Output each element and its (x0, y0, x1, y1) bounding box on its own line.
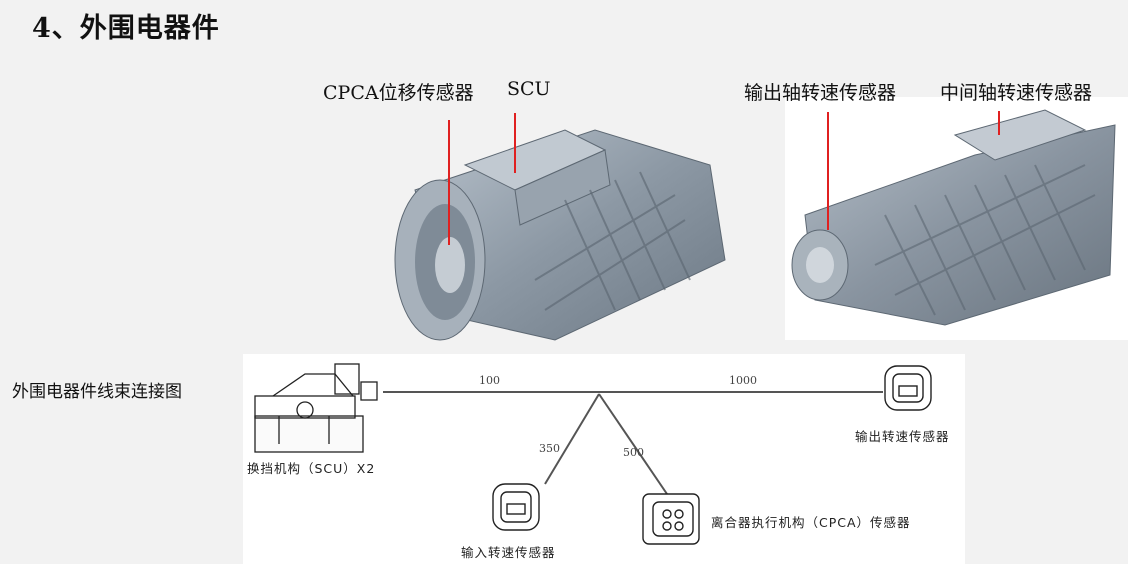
cpca-sensor-connector (642, 493, 700, 545)
scu-drawing (254, 363, 378, 453)
length-label-input: 350 (539, 442, 560, 455)
harness-wiring-svg (254, 363, 932, 545)
scu-connector-label: 换挡机构（SCU）X2 (247, 461, 376, 476)
label-output-shaft-speed-sensor: 输出轴转速传感器 (744, 82, 897, 104)
label-countershaft-speed-sensor: 中间轴转速传感器 (940, 82, 1093, 104)
left-transmission-image (394, 113, 726, 341)
input-sensor-label: 输入转速传感器 (461, 545, 556, 560)
cpca-sensor-label: 离合器执行机构（CPCA）传感器 (711, 515, 911, 530)
page-title: 4、外围电器件 (32, 13, 220, 44)
label-scu: SCU (507, 78, 551, 100)
length-label-right: 1000 (729, 374, 757, 387)
length-label-cpca: 500 (623, 446, 644, 459)
harness-diagram: 100 1000 350 500 换挡机构（SCU）X2 输出转速传感器 输入转… (243, 354, 965, 564)
input-sensor-connector (492, 483, 540, 531)
output-sensor-connector (884, 365, 932, 411)
label-cpca-displacement-sensor: CPCA位移传感器 (323, 82, 474, 104)
right-transmission-image (791, 109, 1116, 326)
harness-caption: 外围电器件线束连接图 (12, 382, 182, 402)
length-label-left: 100 (479, 374, 500, 387)
output-sensor-label: 输出转速传感器 (855, 429, 950, 444)
